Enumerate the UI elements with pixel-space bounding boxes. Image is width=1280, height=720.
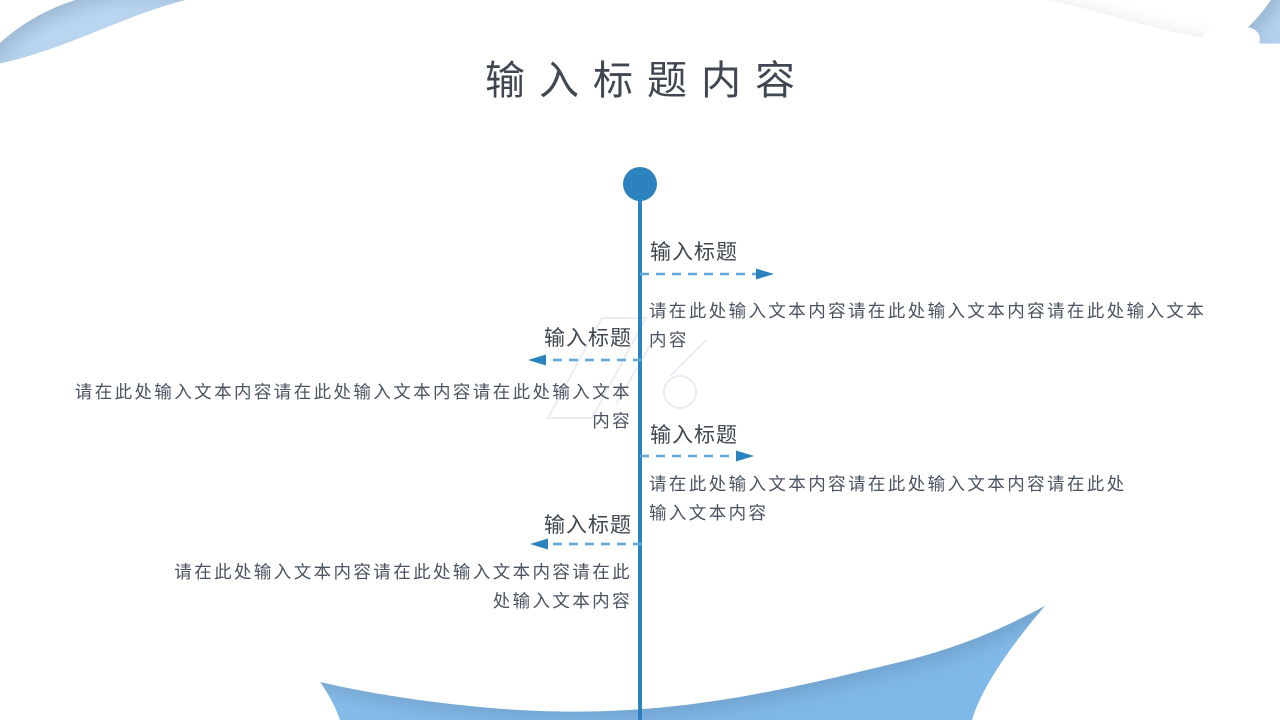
item-title: 输入标题 — [650, 423, 738, 447]
timeline-spine — [638, 184, 642, 720]
item-body: 请在此处输入文本内容请在此处输入文本内容请在此处输入文本内容 — [74, 382, 632, 431]
arrow-right-dashed-icon — [640, 450, 754, 462]
arrow-left-dashed-icon — [528, 354, 642, 366]
item-body: 请在此处输入文本内容请在此处输入文本内容请在此处输入文本内容 — [649, 301, 1207, 350]
arrow-right-dashed-icon — [640, 268, 774, 280]
arrow-left-dashed-icon — [530, 538, 642, 550]
item-title: 输入标题 — [544, 513, 632, 537]
item-body: 请在此处输入文本内容请在此处输入文本内容请在此处输入文本内容 — [174, 562, 632, 611]
item-title: 输入标题 — [544, 326, 632, 350]
cloud-icon — [1203, 17, 1260, 51]
item-title: 输入标题 — [650, 240, 738, 264]
page-title: 输入标题内容 — [485, 58, 809, 103]
item-body: 请在此处输入文本内容请在此处输入文本内容请在此处输入文本内容 — [649, 474, 1127, 523]
